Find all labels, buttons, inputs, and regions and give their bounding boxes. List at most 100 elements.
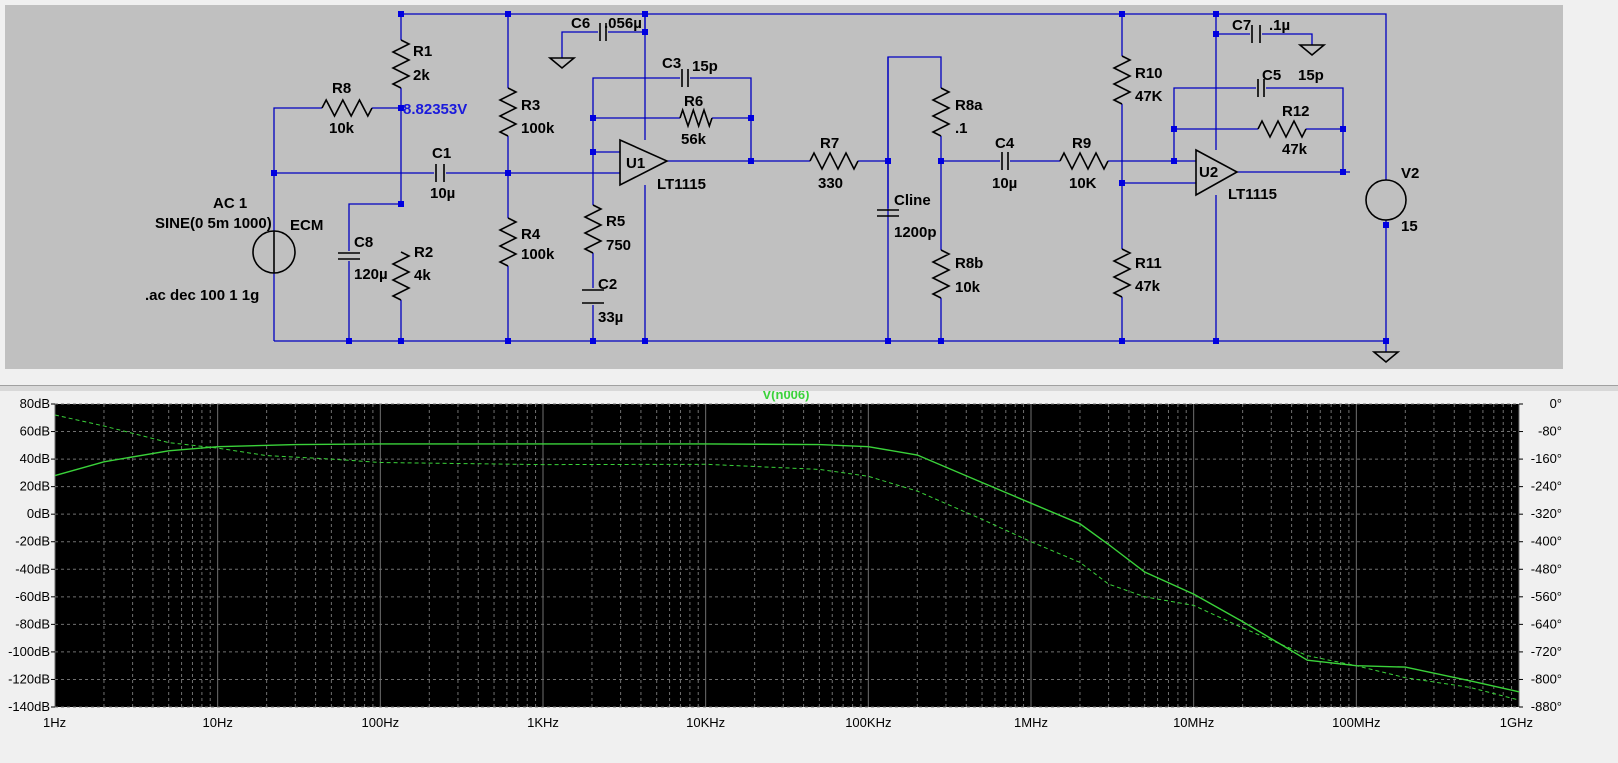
c2-value: 33µ	[598, 309, 623, 326]
c7-value: .1µ	[1269, 17, 1290, 34]
ecm-source	[252, 230, 296, 274]
r8a-resistor	[931, 87, 951, 137]
x-tick-label: 10Hz	[202, 715, 232, 730]
r12-name: R12	[1282, 103, 1310, 120]
y-left-tick-label: -20dB	[15, 534, 50, 549]
ecm-name: ECM	[290, 217, 323, 234]
plot-area[interactable]	[55, 404, 1519, 707]
x-tick-label: 1GHz	[1500, 715, 1533, 730]
junction-dot	[1171, 158, 1177, 164]
schematic-background	[5, 5, 1563, 369]
junction-dot	[748, 158, 754, 164]
r2-name: R2	[414, 244, 433, 261]
x-tick-label: 1MHz	[1014, 715, 1048, 730]
ecm-line2: SINE(0 5m 1000)	[155, 215, 272, 232]
r1-resistor	[391, 39, 411, 89]
ground-c6	[547, 57, 577, 70]
junction-dot	[1213, 11, 1219, 17]
c4-name: C4	[995, 135, 1015, 152]
x-tick-label: 1Hz	[43, 715, 66, 730]
junction-dot	[1119, 180, 1125, 186]
c1-name: C1	[432, 145, 451, 162]
y-right-tick-label: -640°	[1531, 616, 1562, 631]
r8-value: 10k	[329, 120, 355, 137]
u2-value: LT1115	[1228, 186, 1277, 203]
y-left-tick-label: 20dB	[20, 479, 50, 494]
y-left-tick-label: -120dB	[8, 671, 50, 686]
r8b-name: R8b	[955, 255, 983, 272]
r8b-value: 10k	[955, 279, 981, 296]
u1-opamp	[619, 138, 669, 187]
y-right-tick-label: -80°	[1538, 424, 1562, 439]
ground-main	[1371, 351, 1401, 364]
y-left-tick-label: 60dB	[20, 424, 50, 439]
trace-title[interactable]: V(n006)	[763, 391, 810, 402]
plot-grid	[54, 403, 1520, 708]
junction-dot	[1171, 126, 1177, 132]
x-tick-label: 100MHz	[1332, 715, 1380, 730]
y-left-tick-label: -40dB	[15, 561, 50, 576]
node-voltage-label: 8.82353V	[403, 101, 467, 118]
v2-source	[1365, 179, 1407, 221]
y-left-tick-label: 0dB	[27, 506, 50, 521]
c7-capacitor	[1251, 25, 1261, 43]
y-right-tick-label: -320°	[1531, 506, 1562, 521]
junction-dot	[398, 11, 404, 17]
r3-resistor	[498, 87, 518, 137]
c5-capacitor	[1257, 79, 1265, 97]
junction-dot	[748, 115, 754, 121]
c7-name: C7	[1232, 17, 1251, 34]
r9-value: 10K	[1069, 175, 1097, 192]
junction-dot	[1213, 338, 1219, 344]
r1-name: R1	[413, 43, 432, 60]
r3-name: R3	[521, 97, 540, 114]
plot-traces	[54, 414, 1520, 701]
junction-dot	[642, 11, 648, 17]
junction-dot	[885, 158, 891, 164]
r1-value: 2k	[413, 67, 430, 84]
r7-value: 330	[818, 175, 843, 192]
c6-capacitor	[599, 23, 607, 41]
ground-c7	[1297, 44, 1327, 57]
c8-name: C8	[354, 234, 373, 251]
r9-resistor	[1059, 151, 1109, 171]
r6-resistor	[679, 107, 713, 129]
x-tick-label: 100Hz	[362, 715, 400, 730]
junction-dot	[346, 338, 352, 344]
y-right-tick-label: -800°	[1531, 671, 1562, 686]
r2-resistor	[391, 251, 411, 301]
u1-value: LT1115	[657, 176, 706, 193]
r7-name: R7	[820, 135, 839, 152]
y-left-tick-label: 40dB	[20, 451, 50, 466]
schematic-canvas[interactable]: R1 2k 8.82353V R8 10k C1 10µ AC 1 SINE(0…	[5, 5, 1563, 369]
c3-capacitor	[681, 69, 689, 87]
y-right-tick-label: -560°	[1531, 589, 1562, 604]
junction-dot	[505, 170, 511, 176]
r7-resistor	[809, 151, 859, 171]
y-right-tick-label: -720°	[1531, 644, 1562, 659]
r8-resistor	[321, 98, 373, 118]
junction-dot	[271, 170, 277, 176]
r8a-value: .1	[955, 120, 968, 137]
r8a-name: R8a	[955, 97, 983, 114]
schematic-editor[interactable]: R1 2k 8.82353V R8 10k C1 10µ AC 1 SINE(0…	[0, 0, 1618, 385]
junction-dot	[1340, 126, 1346, 132]
junction-dots	[271, 11, 1389, 344]
v2-name: V2	[1401, 165, 1419, 182]
c5-name: C5	[1262, 67, 1281, 84]
junction-dot	[398, 201, 404, 207]
r10-name: R10	[1135, 65, 1163, 82]
y-right-tick-label: -240°	[1531, 479, 1562, 494]
r4-value: 100k	[521, 246, 555, 263]
junction-dot	[590, 149, 596, 155]
r8b-resistor	[931, 249, 951, 299]
y-left-tick-label: 80dB	[20, 396, 50, 411]
x-tick-label: 10KHz	[686, 715, 725, 730]
y-right-tick-label: 0°	[1550, 396, 1562, 411]
r11-resistor	[1112, 248, 1132, 298]
r10-value: 47K	[1135, 88, 1163, 105]
v2-value: 15	[1401, 218, 1418, 235]
r12-value: 47k	[1282, 141, 1308, 158]
junction-dot	[642, 29, 648, 35]
